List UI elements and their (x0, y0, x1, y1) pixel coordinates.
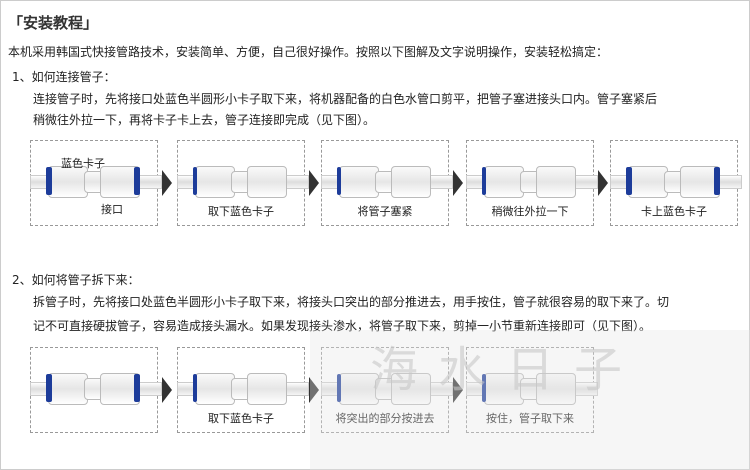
fitting-illustration (321, 370, 453, 406)
section2-heading: 2、如何将管子拆下来： (12, 273, 140, 287)
step-caption: 卡上蓝色卡子 (641, 205, 707, 218)
fitting-illustration (610, 163, 742, 199)
step-caption: 取下蓝色卡子 (208, 205, 274, 218)
arrow-icon (162, 377, 172, 403)
section1-text-1: 连接管子时，先将接口处蓝色半圆形小卡子取下来，将机器配备的白色水管口剪平，把管子… (33, 92, 658, 106)
section1-text-2: 稍微往外拉一下，再将卡子卡上去，管子连接即完成（见下图）。 (33, 113, 376, 127)
clip-label: 蓝色卡子 (61, 157, 105, 170)
step-caption: 取下蓝色卡子 (208, 412, 274, 425)
step-image-panel (30, 347, 162, 433)
step-caption: 将突出的部分按进去 (335, 412, 435, 425)
arrow-icon (309, 377, 319, 403)
section2-text-2: 记不可直接硬拔管子，容易造成接头漏水。如果发现接头渗水，将管子取下来，剪掉一小节… (33, 319, 652, 333)
arrow-icon (309, 170, 319, 196)
step-image-panel: 稍微往外拉一下 (466, 140, 598, 226)
fitting-illustration (30, 163, 162, 199)
section1-heading: 1、如何连接管子： (12, 70, 116, 84)
step-image-panel: 将管子塞紧 (321, 140, 453, 226)
fitting-illustration (321, 163, 453, 199)
watermark: 海水日子 (310, 330, 750, 470)
step-image-panel: 卡上蓝色卡子 (610, 140, 742, 226)
fitting-illustration (466, 370, 598, 406)
fitting-illustration (466, 163, 598, 199)
step-image-panel: 取下蓝色卡子 (177, 140, 309, 226)
intro-text: 本机采用韩国式快接管路技术，安装简单、方便，自己很好操作。按照以下图解及文字说明… (8, 45, 609, 59)
fitting-illustration (30, 370, 162, 406)
section2-text-1: 拆管子时，先将接口处蓝色半圆形小卡子取下来，将接头口突出的部分推进去，用手按住，… (33, 295, 670, 309)
step-caption: 将管子塞紧 (357, 205, 413, 218)
step-caption: 按住，管子取下来 (486, 412, 574, 425)
arrow-icon (598, 170, 608, 196)
fitting-illustration (177, 370, 309, 406)
step-caption: 稍微往外拉一下 (491, 205, 569, 218)
arrow-icon (453, 170, 463, 196)
fitting-illustration (177, 163, 309, 199)
step-image-panel: 取下蓝色卡子 (177, 347, 309, 433)
page-title: 「安装教程」 (8, 14, 99, 32)
arrow-icon (453, 377, 463, 403)
step-image-panel: 将突出的部分按进去 (321, 347, 453, 433)
port-label: 接口 (101, 203, 123, 216)
arrow-icon (162, 170, 172, 196)
step-image-panel: 按住，管子取下来 (466, 347, 598, 433)
step-image-panel: 蓝色卡子接口 (30, 140, 162, 226)
